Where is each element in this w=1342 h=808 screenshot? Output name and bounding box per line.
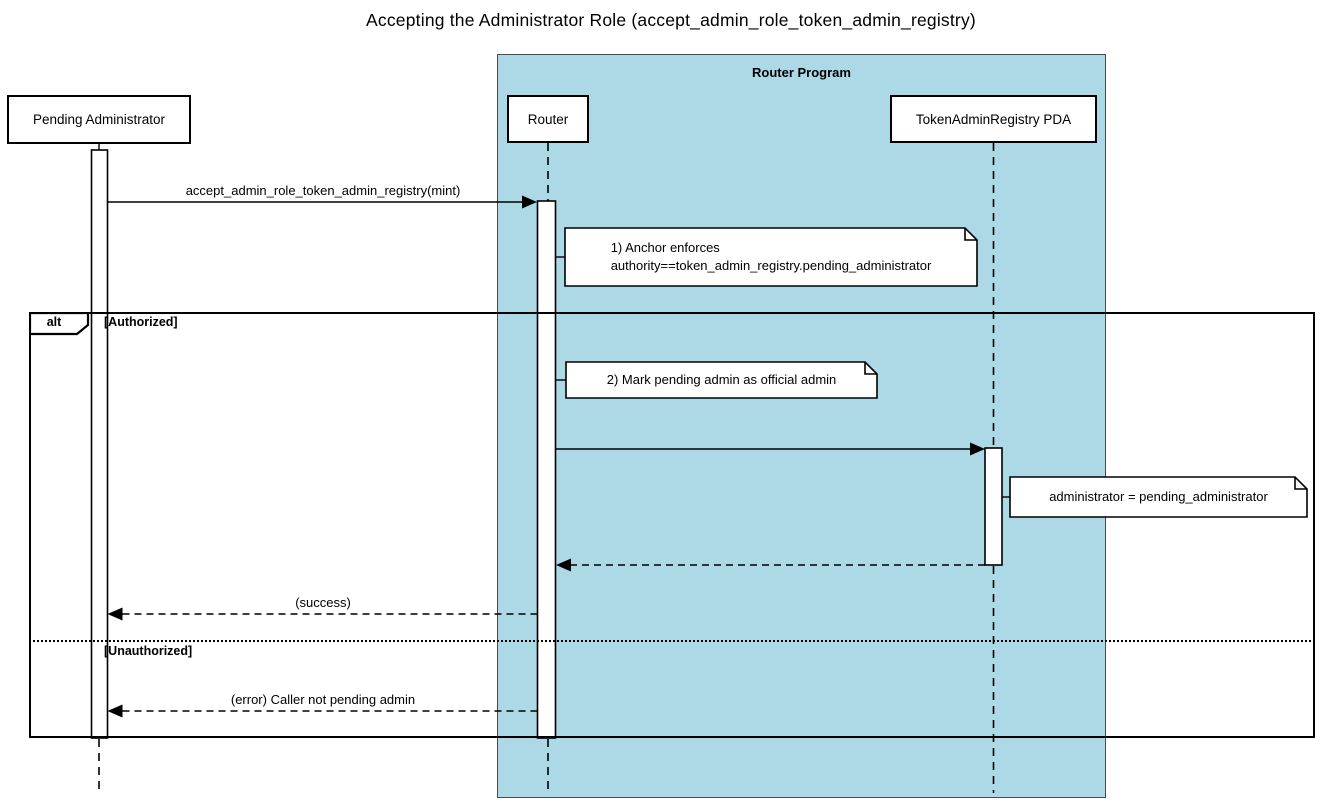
note-mark-pending-admin: 2) Mark pending admin as official admin (566, 362, 877, 398)
error-message-label: (error) Caller not pending admin (230, 692, 416, 707)
note-assign-shape (1009, 476, 1308, 518)
participant-pending-administrator-label: Pending Administrator (32, 112, 166, 127)
error-return-arrowhead (107, 704, 123, 718)
note-administrator-assignment: administrator = pending_administrator (1010, 477, 1307, 517)
participant-router-label: Router (527, 111, 569, 127)
update-message-arrowhead (970, 442, 985, 456)
participant-token-admin-registry-pda: TokenAdminRegistry PDA (890, 95, 1097, 143)
success-return-arrowhead (107, 607, 123, 621)
participant-router: Router (507, 95, 589, 143)
guard-unauthorized-label: [Unauthorized] (104, 644, 193, 658)
pda-return-arrowhead (556, 558, 571, 572)
router-program-label: Router Program (752, 65, 851, 80)
registry-pda-activation-bar (984, 447, 1003, 566)
participant-pending-administrator: Pending Administrator (7, 95, 191, 144)
alt-operator-pentagon (29, 312, 90, 336)
note-anchor-shape (564, 227, 978, 287)
note-anchor-line1: 1) Anchor enforces (610, 240, 720, 255)
note-mark-line: 2) Mark pending admin as official admin (606, 372, 837, 387)
alt-frame (29, 312, 1315, 738)
alt-frame-divider (29, 640, 1315, 642)
alt-operator-label: alt (46, 315, 62, 329)
note-anchor-line2: authority==token_admin_registry.pending_… (610, 258, 932, 273)
router-activation-bar (536, 200, 557, 739)
call-message-arrowhead (522, 195, 537, 209)
diagram-title: Accepting the Administrator Role (accept… (366, 10, 976, 30)
note-anchor-enforces: 1) Anchor enforces authority==token_admi… (565, 228, 977, 286)
note-assign-line: administrator = pending_administrator (1049, 489, 1268, 504)
router-program-container (497, 54, 1106, 798)
pending-admin-activation-bar (90, 149, 109, 739)
success-message-label: (success) (295, 595, 351, 610)
guard-authorized-label: [Authorized] (104, 315, 178, 329)
call-message-label: accept_admin_role_token_admin_registry(m… (185, 183, 461, 198)
note-mark-shape (565, 361, 878, 399)
participant-registry-pda-label: TokenAdminRegistry PDA (915, 111, 1072, 127)
